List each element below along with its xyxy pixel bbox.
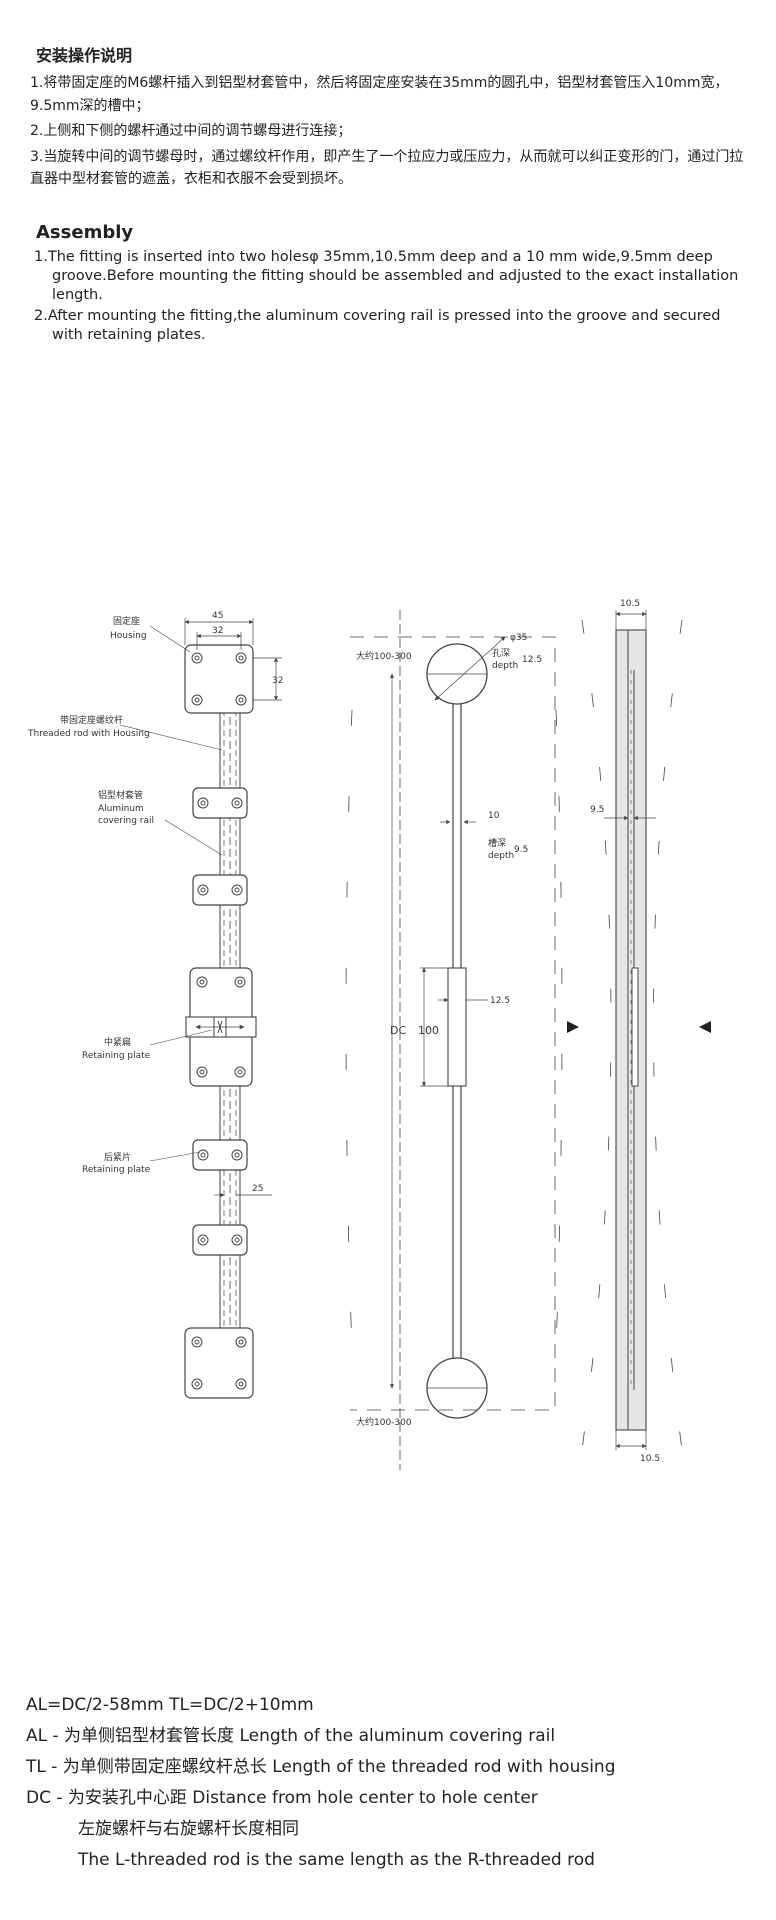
label-rod-en: Threaded rod with Housing (27, 729, 150, 739)
label-plate2-en: Retaining plate (82, 1165, 151, 1175)
dim-45: 45 (212, 611, 223, 621)
section-marker-left-icon (567, 1021, 579, 1033)
label-rail-en1: Aluminum (98, 804, 144, 814)
retaining-plate (192, 787, 248, 819)
label-nut-length: 100 (418, 1024, 439, 1037)
section-marker-right-icon (699, 1021, 711, 1033)
label-plate1-en: Retaining plate (82, 1051, 151, 1061)
technical-drawing: 固定座 Housing 带固定座螺纹杆 Threaded rod with Ho… (27, 599, 711, 1470)
label-rail-cn: 铝型材套管 (98, 789, 143, 801)
label-top-range: 大约100-300 (356, 650, 412, 662)
formula-line: The L-threaded rod is the same length as… (78, 1850, 595, 1870)
assembly-item: 1.The fitting is inserted into two holes… (34, 249, 739, 303)
label-bottom-width: 10.5 (640, 1454, 660, 1464)
label-hole-dia: φ35 (510, 633, 527, 643)
adjusting-nut-plate (185, 967, 257, 1087)
label-groove-depth-cn: 槽深 (488, 837, 506, 849)
assembly-list: 1.The fitting is inserted into two holes… (34, 248, 750, 347)
assembly-item: 2.After mounting the fitting,the aluminu… (34, 308, 721, 343)
label-housing-cn: 固定座 (113, 615, 140, 627)
instructions-cn-item: 2.上侧和下侧的螺杆通过中间的调节螺母进行连接； (30, 123, 352, 139)
assembly-title: Assembly (36, 222, 134, 243)
formula-line: DC - 为安装孔中心距 Distance from hole center t… (26, 1788, 538, 1808)
label-plate1-cn: 中紧扁 (104, 1036, 131, 1048)
label-housing-en: Housing (110, 631, 147, 641)
label-groove-depth-val: 9.5 (514, 845, 528, 855)
formula-line: TL - 为单侧带固定座螺纹杆总长 Length of the threaded… (26, 1757, 616, 1777)
instructions-cn-item: 3.当旋转中间的调节螺母时，通过螺纹杆作用，即产生了一个拉应力或压应力，从而就可… (30, 148, 744, 188)
instructions-cn-title: 安装操作说明 (36, 46, 133, 65)
retaining-plate (192, 874, 248, 906)
label-hole-depth-en: depth (492, 661, 518, 671)
dim-25: 25 (252, 1184, 263, 1194)
dim-32-top: 32 (212, 626, 223, 636)
housing-top (184, 644, 254, 714)
instructions-cn-item: 1.将带固定座的M6螺杆插入到铝型材套管中，然后将固定座安装在35mm的圆孔中，… (30, 75, 729, 114)
side-view-labels: 10.5 9.5 10.5 (590, 599, 660, 1464)
label-bottom-range: 大约100-300 (356, 1416, 412, 1428)
label-hole-depth-cn: 孔深 (492, 648, 510, 659)
front-view (119, 618, 282, 1399)
label-dc: DC (390, 1024, 406, 1037)
installation-view (345, 610, 563, 1470)
side-view (581, 610, 683, 1451)
formula-line: 左旋螺杆与右旋螺杆长度相同 (78, 1819, 299, 1839)
label-rod-cn: 带固定座螺纹杆 (60, 714, 123, 726)
label-groove-width: 10 (488, 811, 500, 821)
retaining-plate (192, 1139, 248, 1171)
housing-bottom (184, 1327, 254, 1399)
label-groove-depth-en: depth (488, 851, 514, 861)
formula-line: AL - 为单侧铝型材套管长度 Length of the aluminum c… (26, 1726, 556, 1746)
retaining-plate (192, 1224, 248, 1256)
instructions-cn-list: 1.将带固定座的M6螺杆插入到铝型材套管中，然后将固定座安装在35mm的圆孔中，… (30, 72, 746, 194)
label-hole-depth-val: 12.5 (522, 655, 542, 665)
dim-32-side: 32 (272, 676, 283, 686)
label-nut-width: 12.5 (490, 996, 510, 1006)
formula-line: AL=DC/2-58mm TL=DC/2+10mm (26, 1695, 314, 1715)
formula-block: AL=DC/2-58mm TL=DC/2+10mm AL - 为单侧铝型材套管长… (26, 1690, 766, 1876)
label-plate2-cn: 后紧片 (104, 1151, 131, 1163)
label-groove-width-side: 9.5 (590, 805, 604, 815)
installation-view-labels: 大约100-300 大约100-300 φ35 孔深 depth 12.5 10… (356, 633, 542, 1428)
label-rail-en2: covering rail (98, 816, 154, 826)
front-view-labels: 固定座 Housing 带固定座螺纹杆 Threaded rod with Ho… (27, 611, 283, 1194)
label-top-width: 10.5 (620, 599, 640, 609)
